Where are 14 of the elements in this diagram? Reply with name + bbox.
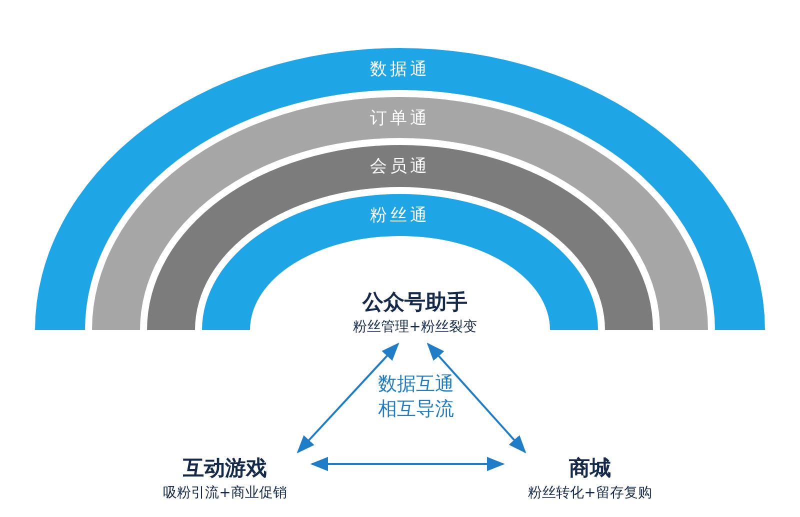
node-subtitle: 粉丝管理+粉丝裂变: [353, 318, 477, 336]
node-title: 互动游戏: [183, 455, 267, 482]
node-title: 商城: [569, 455, 611, 482]
band-label: 粉丝通: [370, 204, 430, 226]
double-arrow: [426, 342, 526, 454]
band-label: 数据通: [370, 58, 430, 80]
band-label: 订单通: [370, 107, 430, 129]
node-title: 公众号助手: [362, 289, 468, 316]
center-label: 数据互通相互导流: [377, 372, 455, 422]
double-arrow: [296, 342, 400, 454]
band-label: 会员通: [370, 156, 430, 178]
node-subtitle: 吸粉引流+商业促销: [163, 484, 287, 502]
double-arrow: [310, 456, 505, 472]
node-subtitle: 粉丝转化+留存复购: [528, 484, 652, 502]
